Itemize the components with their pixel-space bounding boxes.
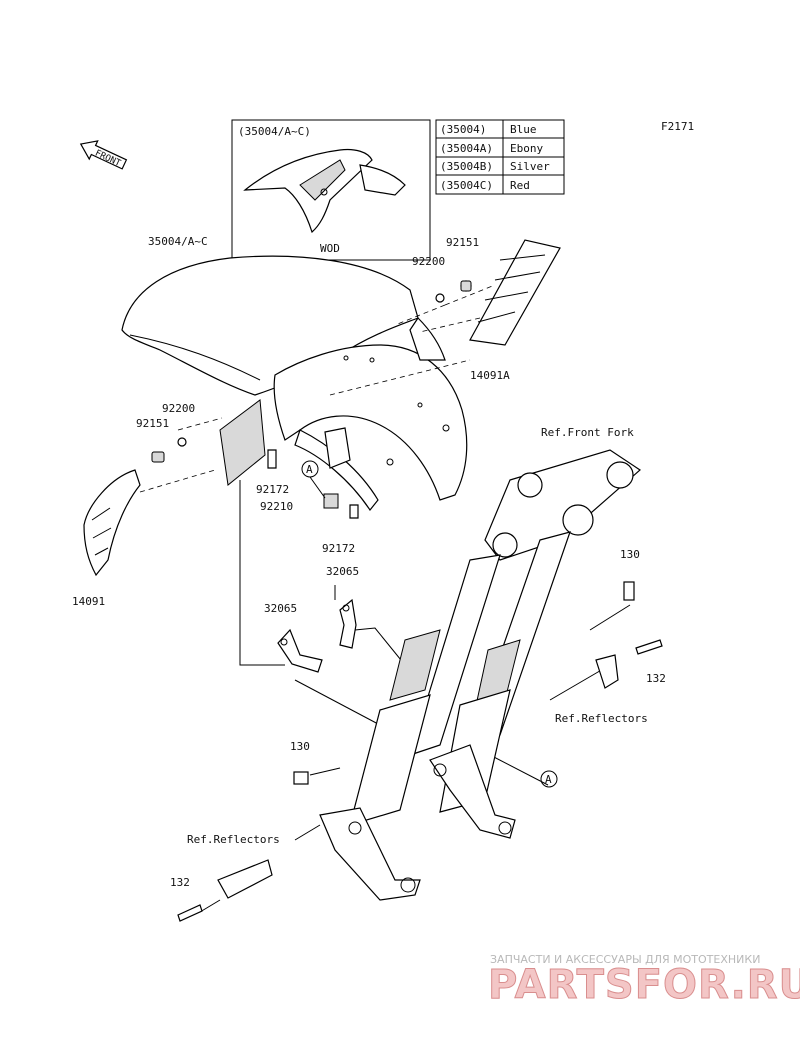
part-label-92172: 92172 bbox=[256, 483, 289, 496]
part-label-92172: 92172 bbox=[322, 542, 355, 555]
part-label-130: 130 bbox=[620, 548, 640, 561]
inset-title: (35004/A~C) bbox=[238, 125, 311, 138]
inset-box: (35004/A~C) WOD bbox=[231, 119, 431, 261]
color-table-code: (35004A) bbox=[440, 142, 493, 155]
part-label-14091: 14091 bbox=[72, 595, 105, 608]
fasteners bbox=[151, 280, 472, 519]
inset-caption: WOD bbox=[320, 242, 340, 255]
inset-decal bbox=[299, 159, 346, 201]
color-table-color: Silver bbox=[510, 160, 550, 173]
inset-hole bbox=[320, 188, 328, 196]
ref-front-fork: Ref.Front Fork bbox=[541, 426, 634, 439]
part-label-92200: 92200 bbox=[162, 402, 195, 415]
diagram-code: F2171 bbox=[661, 120, 694, 133]
color-table-color: Red bbox=[510, 179, 530, 192]
reference-labels: Ref.Front Fork Ref.Reflectors Ref.Reflec… bbox=[187, 426, 648, 846]
part-label-92210: 92210 bbox=[260, 500, 293, 513]
callout-a: A bbox=[540, 770, 558, 788]
front-arrow-icon: FRONT bbox=[79, 140, 128, 170]
part-label-32065: 32065 bbox=[264, 602, 297, 615]
inset-rear-section bbox=[359, 164, 406, 196]
color-table-code: (35004C) bbox=[440, 179, 493, 192]
color-table-code: (35004B) bbox=[440, 160, 493, 173]
front-fork-drawing bbox=[319, 449, 641, 901]
part-label-132: 132 bbox=[646, 672, 666, 685]
part-labels: 35004/A~C 92151 92200 14091A 92200 92151… bbox=[72, 235, 666, 889]
part-label-92200: 92200 bbox=[412, 255, 445, 268]
brackets-32065 bbox=[277, 598, 357, 673]
color-table-code: (35004) bbox=[440, 123, 486, 136]
watermark-tagline: ЗАПЧАСТИ И АКСЕССУАРЫ ДЛЯ МОТОТЕХНИКИ bbox=[490, 953, 760, 966]
part-label-92151: 92151 bbox=[446, 236, 479, 249]
color-table: (35004) Blue (35004A) Ebony (35004B) Sil… bbox=[435, 119, 565, 195]
cover-14091-drawing bbox=[83, 469, 141, 577]
watermark-brand: PARTSFOR.RU bbox=[488, 962, 800, 1008]
part-label-35004: 35004/A~C bbox=[148, 235, 208, 248]
part-label-14091A: 14091A bbox=[470, 369, 510, 382]
leader-lines bbox=[139, 284, 631, 913]
cover-14091A-drawing bbox=[469, 239, 561, 346]
ref-reflectors: Ref.Reflectors bbox=[187, 833, 280, 846]
front-fender-drawing bbox=[121, 255, 468, 512]
part-label-132: 132 bbox=[170, 876, 190, 889]
part-label-92151: 92151 bbox=[136, 417, 169, 430]
watermark: ЗАПЧАСТИ И АКСЕССУАРЫ ДЛЯ МОТОТЕХНИКИ PA… bbox=[488, 953, 800, 1009]
part-label-32065: 32065 bbox=[326, 565, 359, 578]
ref-reflectors: Ref.Reflectors bbox=[555, 712, 648, 725]
part-label-130: 130 bbox=[290, 740, 310, 753]
callout-a: A bbox=[301, 460, 326, 499]
callout-a-label: A bbox=[545, 773, 552, 786]
bolts-and-reflectors bbox=[177, 581, 663, 922]
callout-a-label: A bbox=[306, 463, 313, 476]
color-table-color: Blue bbox=[510, 123, 537, 136]
color-table-color: Ebony bbox=[510, 142, 543, 155]
